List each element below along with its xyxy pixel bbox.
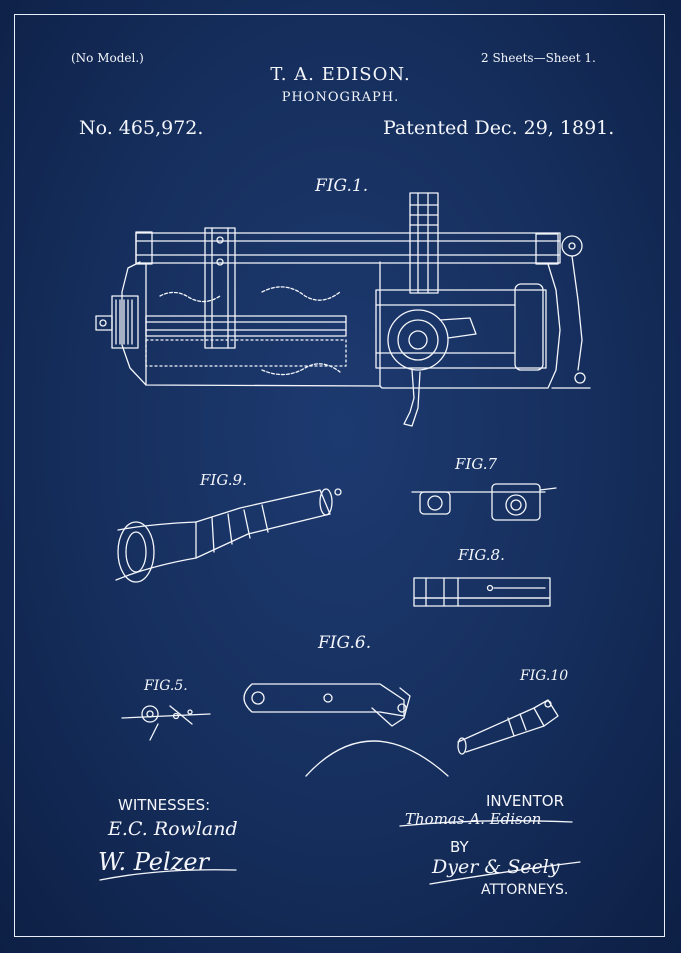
fig6-drawing xyxy=(244,684,448,776)
by-label: BY xyxy=(450,838,469,856)
fig9-label: FIG.9. xyxy=(200,471,247,489)
fig5-drawing xyxy=(122,706,210,740)
fig5-label: FIG.5. xyxy=(144,678,188,694)
sheet-border xyxy=(14,14,665,937)
fig10-label: FIG.10 xyxy=(520,668,569,684)
patent-title: PHONOGRAPH. xyxy=(281,90,400,105)
model-note: (No Model.) xyxy=(71,51,144,65)
fig10-drawing xyxy=(458,700,558,754)
patent-date: Patented Dec. 29, 1891. xyxy=(383,117,615,139)
fig1-phonograph-drawing xyxy=(96,193,590,426)
sheets-note: 2 Sheets—Sheet 1. xyxy=(481,51,596,65)
attorney-signature: Dyer & Seely xyxy=(432,856,560,878)
inventor-label: INVENTOR xyxy=(486,792,564,810)
fig7-drawing xyxy=(412,484,556,520)
fig8-drawing xyxy=(414,578,550,606)
patent-number: No. 465,972. xyxy=(79,117,204,139)
fig7-label: FIG.7 xyxy=(455,455,498,473)
fig6-label: FIG.6. xyxy=(318,633,372,653)
witness1-signature: E.C. Rowland xyxy=(108,818,238,840)
fig1-label: FIG.1. xyxy=(315,176,369,196)
witness2-signature: W. Pelzer xyxy=(98,848,209,876)
inventor-name: T. A. EDISON. xyxy=(270,64,411,85)
fig8-label: FIG.8. xyxy=(458,546,505,564)
fig9-horn-drawing xyxy=(116,489,341,582)
attorneys-label: ATTORNEYS. xyxy=(481,882,569,898)
signature-flourishes xyxy=(100,821,580,884)
witnesses-label: WITNESSES: xyxy=(118,796,211,814)
